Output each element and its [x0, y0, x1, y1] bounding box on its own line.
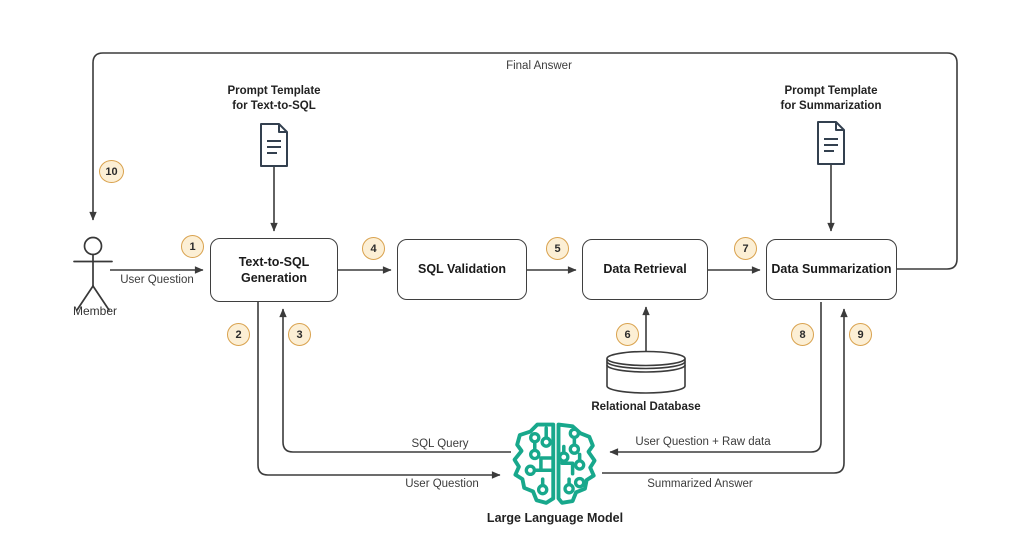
- node-data-summarization: Data Summarization: [766, 239, 897, 300]
- step-badge-9: 9: [849, 323, 872, 346]
- caption-line: Prompt Template: [784, 85, 878, 97]
- step-badge-10: 10: [99, 160, 124, 183]
- llm-label: Large Language Model: [486, 511, 624, 525]
- node-text-to-sql-generation: Text-to-SQL Generation: [210, 238, 338, 302]
- node-sql-validation: SQL Validation: [397, 239, 527, 300]
- caption-line: for Text-to-SQL: [232, 99, 316, 112]
- edge-label-final-answer: Final Answer: [504, 60, 574, 72]
- document-icon-summarization: [817, 121, 845, 165]
- member-icon: [73, 236, 113, 311]
- relational-database-label: Relational Database: [591, 401, 701, 413]
- step-badge-7: 7: [734, 237, 757, 260]
- edge-label-user-question-llm: User Question: [403, 478, 481, 490]
- brain-circuit-icon: [512, 422, 597, 505]
- document-icon-text-to-sql: [260, 123, 288, 167]
- node-label: Generation: [241, 271, 307, 285]
- edge-label-summarized-answer: Summarized Answer: [645, 478, 755, 490]
- edge-label-sql-query: SQL Query: [409, 438, 471, 450]
- step-badge-8: 8: [791, 323, 814, 346]
- arrow-sqlquery-to-texttosql: [279, 308, 511, 453]
- node-label: Data Retrieval: [603, 262, 687, 277]
- node-data-retrieval: Data Retrieval: [582, 239, 708, 300]
- step-badge-6: 6: [616, 323, 639, 346]
- prompt-template-sql-label: Prompt Template for Text-to-SQL: [227, 84, 320, 114]
- arrow-uqrawdata-to-llm: [609, 302, 822, 456]
- arrow-final-answer-loop: [89, 52, 958, 270]
- step-badge-4: 4: [362, 237, 385, 260]
- step-badge-1: 1: [181, 235, 204, 258]
- arrow-summarized-to-summarization: [602, 308, 848, 474]
- step-badge-3: 3: [288, 323, 311, 346]
- prompt-template-summarization-label: Prompt Template for Summarization: [781, 84, 882, 114]
- step-badge-2: 2: [227, 323, 250, 346]
- step-badge-5: 5: [546, 237, 569, 260]
- arrow-userquestion-to-llm: [257, 302, 501, 479]
- database-icon: [606, 350, 686, 394]
- edge-label-user-question: User Question: [118, 274, 196, 286]
- node-label: Data Summarization: [771, 262, 892, 277]
- caption-line: for Summarization: [780, 99, 882, 112]
- member-label: Member: [72, 304, 118, 318]
- caption-line: Prompt Template: [227, 85, 321, 97]
- node-label: Text-to-SQL: [238, 254, 310, 269]
- node-label: SQL Validation: [418, 262, 506, 277]
- edge-label-user-question-raw-data: User Question + Raw data: [633, 436, 773, 448]
